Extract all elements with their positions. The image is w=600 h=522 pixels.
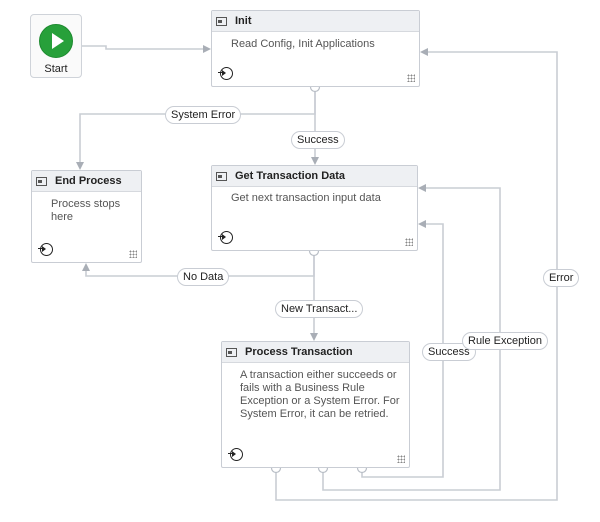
state-icon bbox=[36, 176, 47, 186]
arrow-no-data bbox=[82, 263, 90, 271]
state-header: Init bbox=[212, 11, 419, 32]
transition-label-success[interactable]: Success bbox=[422, 343, 476, 361]
transition-label-error[interactable]: Error bbox=[543, 269, 580, 287]
entry-icon[interactable] bbox=[218, 67, 233, 80]
arrow-new-transaction bbox=[310, 333, 318, 341]
state-init[interactable]: Init Read Config, Init Applications bbox=[211, 10, 420, 87]
resize-grip-icon[interactable] bbox=[407, 74, 415, 82]
transition-label-no-data[interactable]: No Data bbox=[177, 268, 230, 286]
state-title: Process Transaction bbox=[245, 346, 353, 358]
resize-grip-icon[interactable] bbox=[397, 455, 405, 463]
entry-icon[interactable] bbox=[218, 231, 233, 244]
transition-label-system-error[interactable]: System Error bbox=[165, 106, 242, 124]
start-node[interactable]: Start bbox=[30, 14, 82, 78]
entry-icon[interactable] bbox=[38, 243, 53, 256]
wire-success-process[interactable] bbox=[361, 223, 444, 478]
transition-label-success[interactable]: Success bbox=[291, 131, 345, 149]
transition-label-new-transaction[interactable]: New Transact... bbox=[275, 300, 364, 318]
state-title: Init bbox=[235, 15, 252, 27]
arrow-rule-exception bbox=[418, 184, 426, 192]
arrow-system-error bbox=[76, 162, 84, 170]
state-title: Get Transaction Data bbox=[235, 170, 346, 182]
state-icon bbox=[226, 347, 237, 357]
state-description: Get next transaction input data bbox=[231, 192, 381, 204]
state-header: Process Transaction bbox=[222, 342, 409, 363]
wire-start-init[interactable] bbox=[82, 45, 204, 50]
state-description: Read Config, Init Applications bbox=[231, 38, 375, 50]
state-process-transaction[interactable]: Process Transaction A transaction either… bbox=[221, 341, 410, 468]
start-label: Start bbox=[44, 63, 68, 75]
state-description: Process stops here bbox=[51, 198, 121, 223]
state-end-process[interactable]: End Process Process stops here bbox=[31, 170, 142, 263]
wire-error[interactable] bbox=[275, 51, 558, 501]
state-icon bbox=[216, 16, 227, 26]
wire-rule-exception[interactable] bbox=[322, 187, 501, 491]
arrow-start-init bbox=[203, 45, 211, 53]
entry-icon[interactable] bbox=[228, 448, 243, 461]
resize-grip-icon[interactable] bbox=[129, 250, 137, 258]
arrow-success-init bbox=[311, 157, 319, 165]
state-get-transaction-data[interactable]: Get Transaction Data Get next transactio… bbox=[211, 165, 418, 251]
wire-system-error[interactable] bbox=[79, 87, 316, 163]
arrow-error bbox=[420, 48, 428, 56]
state-description: A transaction either succeeds or fails w… bbox=[240, 369, 400, 420]
state-header: Get Transaction Data bbox=[212, 166, 417, 187]
transition-label-rule-exception[interactable]: Rule Exception bbox=[462, 332, 548, 350]
state-header: End Process bbox=[32, 171, 141, 192]
arrow-success-process bbox=[418, 220, 426, 228]
resize-grip-icon[interactable] bbox=[405, 238, 413, 246]
play-icon bbox=[39, 24, 73, 58]
state-icon bbox=[216, 171, 227, 181]
state-title: End Process bbox=[55, 175, 122, 187]
